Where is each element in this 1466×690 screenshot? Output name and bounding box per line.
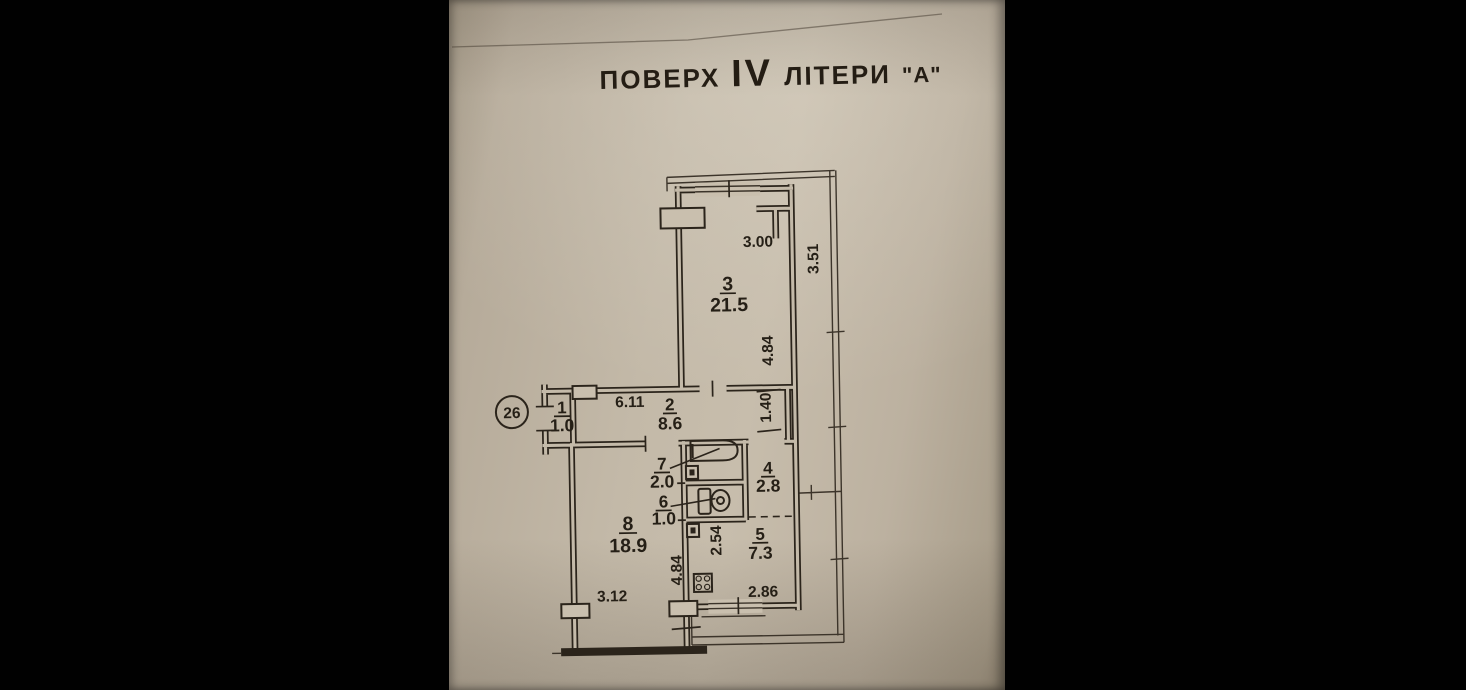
room-1-number: 1 bbox=[557, 398, 567, 417]
unit-number: 26 bbox=[503, 405, 521, 422]
room-4-area: 2.8 bbox=[756, 475, 781, 495]
dim-room3-depth: 4.84 bbox=[760, 335, 778, 366]
room4-dashed-boundary bbox=[748, 515, 794, 518]
door-jamb-symbols bbox=[684, 464, 701, 539]
room-6-number: 6 bbox=[659, 492, 669, 511]
room-4-number: 4 bbox=[763, 459, 773, 478]
room-1-area: 1.0 bbox=[550, 415, 575, 435]
wall-piers bbox=[560, 206, 706, 620]
bathtub-icon bbox=[689, 439, 739, 463]
room-4-label: 4 2.8 bbox=[756, 459, 781, 496]
unit-number-badge: 26 bbox=[494, 395, 529, 430]
room-7-number: 7 bbox=[657, 454, 667, 473]
dim-room3-width: 3.00 bbox=[743, 234, 773, 252]
room-6-area: 1.0 bbox=[651, 508, 676, 528]
room-2-number: 2 bbox=[665, 395, 675, 414]
room-5-area: 7.3 bbox=[748, 543, 773, 563]
room-7-label: 7 2.0 bbox=[650, 454, 675, 491]
room-8-number: 8 bbox=[622, 513, 633, 535]
dim-hallway-width: 1.40 bbox=[758, 392, 776, 422]
dim-kitchen-depth: 2.54 bbox=[708, 525, 726, 556]
dim-loggia-right-length: 3.51 bbox=[805, 243, 823, 274]
label-leader-lines bbox=[669, 447, 720, 508]
window-symbols bbox=[694, 180, 763, 615]
dim-kitchen-width: 2.86 bbox=[748, 583, 779, 601]
dim-room8-depth: 4.84 bbox=[668, 555, 686, 586]
room-3-number: 3 bbox=[722, 273, 733, 295]
entry-door-opening bbox=[535, 405, 555, 432]
stove-icon bbox=[692, 572, 714, 593]
room8-bottom-wall bbox=[561, 645, 708, 657]
dim-hallway-length: 6.11 bbox=[615, 394, 645, 412]
room-3-label: 3 21.5 bbox=[710, 273, 748, 317]
room-3-area: 21.5 bbox=[710, 294, 748, 317]
room-5-label: 5 7.3 bbox=[748, 525, 773, 563]
room-5-number: 5 bbox=[755, 525, 765, 544]
room-2-area: 8.6 bbox=[658, 413, 683, 433]
sheet-edge-line bbox=[451, 13, 943, 48]
room-7-area: 2.0 bbox=[650, 471, 675, 491]
room-2-label: 2 8.6 bbox=[658, 395, 683, 433]
dimension-ticks bbox=[644, 380, 782, 631]
room-8-label: 8 18.9 bbox=[609, 513, 647, 558]
dim-room8-width: 3.12 bbox=[597, 588, 627, 606]
room-6-label: 6 1.0 bbox=[651, 492, 676, 528]
room-8-area: 18.9 bbox=[609, 535, 647, 558]
room-1-label: 1 1.0 bbox=[550, 398, 575, 435]
floorplan-sheet bbox=[449, 0, 1005, 690]
